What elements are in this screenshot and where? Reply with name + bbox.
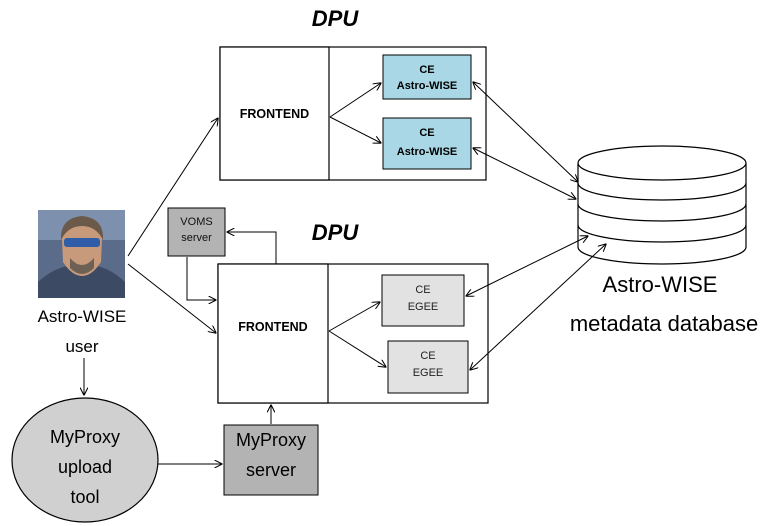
top-ce-node-2-line1: CE (419, 127, 434, 139)
arrow-voms-to-frontend (186, 257, 216, 300)
voms-server[interactable]: VOMS server (167, 207, 226, 257)
arrow-db-bottom-ce-2 (470, 244, 606, 370)
bottom-frontend-label: FRONTEND (238, 320, 307, 334)
top-ce-node-1-line1: CE (419, 64, 434, 76)
top-dpu-title: DPU (312, 6, 360, 31)
arrow-bottom-frontend-to-ce-1 (328, 302, 380, 332)
top-ce-node-1-line2: Astro-WISE (397, 80, 458, 92)
myproxy-server-line2: server (246, 460, 296, 480)
database-top (577, 145, 747, 181)
top-ce-node-2-box[interactable] (382, 117, 472, 170)
arrow-db-top-ce-2 (473, 148, 576, 199)
arrow-user-to-bottom-frontend (127, 263, 216, 333)
myproxy-upload-tool[interactable]: MyProxy upload tool (11, 397, 159, 523)
arrow-frontend-to-voms (227, 232, 277, 264)
bottom-ce-node-2-box[interactable] (387, 340, 469, 394)
top-ce-node-2[interactable]: CE Astro-WISE (382, 117, 472, 170)
bottom-ce-node-1-box[interactable] (381, 274, 465, 327)
bottom-ce-node-1[interactable]: CE EGEE (381, 274, 465, 327)
database-ring-2 (577, 203, 747, 222)
bottom-dpu-title: DPU (312, 220, 360, 245)
myproxy-tool-line1: MyProxy (50, 427, 120, 447)
top-ce-node-1-box[interactable] (382, 54, 472, 100)
arrow-user-to-top-frontend (127, 118, 218, 257)
database-label-line1: Astro-WISE (603, 272, 718, 297)
user-label-line2: user (65, 337, 98, 356)
top-frontend-label: FRONTEND (240, 107, 309, 121)
bottom-ce-node-1-line1: CE (415, 284, 430, 296)
top-dpu: DPU FRONTEND CE Astro-WISE CE Astro-WISE (219, 6, 487, 181)
arrow-top-frontend-to-ce-1 (329, 83, 381, 118)
user-label-line1: Astro-WISE (38, 307, 127, 326)
database-label-line2: metadata database (570, 311, 758, 336)
voms-server-line2: server (181, 232, 212, 244)
bottom-ce-node-2[interactable]: CE EGEE (387, 340, 469, 394)
arrow-top-frontend-to-ce-2 (329, 116, 381, 143)
avatar-shirt (38, 265, 125, 298)
top-ce-node-2-line2: Astro-WISE (397, 146, 458, 158)
myproxy-tool-line2: upload (58, 457, 112, 477)
arrow-db-top-ce-1 (473, 82, 578, 182)
avatar-beard (70, 258, 94, 274)
database-ring-3 (577, 224, 747, 243)
bottom-ce-node-2-line2: EGEE (413, 367, 444, 379)
myproxy-upload-tool-circle[interactable] (11, 397, 159, 523)
voms-server-line1: VOMS (180, 216, 212, 228)
top-ce-node-1[interactable]: CE Astro-WISE (382, 54, 472, 100)
avatar-glasses (64, 238, 100, 247)
connectors (84, 82, 606, 464)
myproxy-tool-line3: tool (70, 487, 99, 507)
database-ring-1 (577, 182, 747, 201)
myproxy-server[interactable]: MyProxy server (223, 424, 319, 496)
bottom-ce-node-2-line1: CE (420, 350, 435, 362)
myproxy-server-box[interactable] (223, 424, 319, 496)
avatar-hair (60, 216, 104, 240)
top-frontend-box[interactable] (219, 46, 330, 181)
arrow-bottom-frontend-to-ce-2 (328, 330, 386, 367)
voms-server-box[interactable] (167, 207, 226, 257)
bottom-ce-node-1-line2: EGEE (408, 301, 439, 313)
bottom-dpu: DPU FRONTEND CE EGEE CE EGEE (217, 220, 489, 404)
bottom-frontend-box[interactable] (217, 263, 329, 404)
user-avatar (38, 210, 125, 298)
myproxy-server-line1: MyProxy (236, 430, 306, 450)
